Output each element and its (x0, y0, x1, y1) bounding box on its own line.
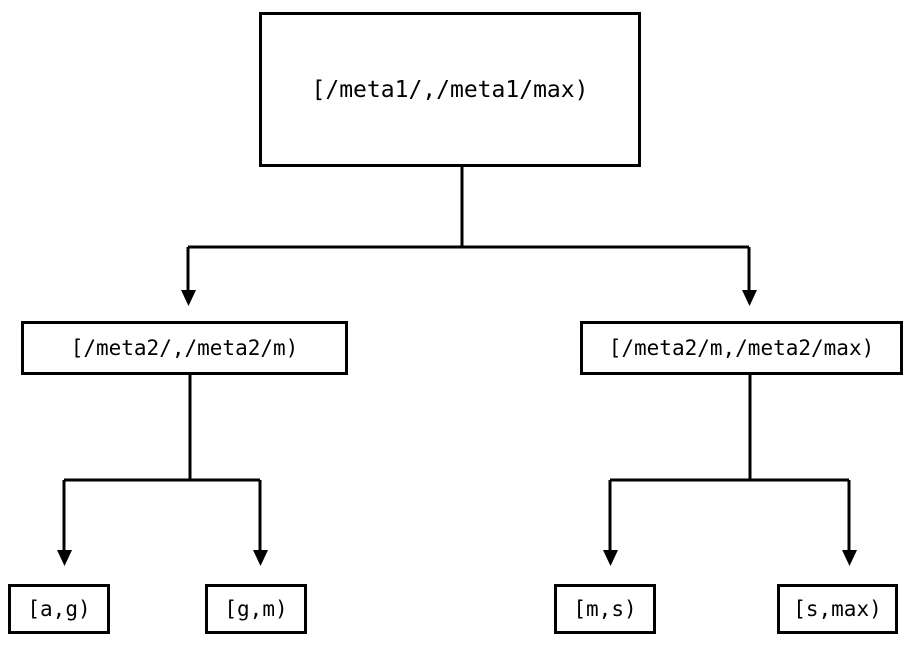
arrowhead-icon (181, 290, 196, 306)
tree-node-meta2-high-label: [/meta2/m,/meta2/max) (608, 336, 875, 360)
tree-node-leaf-ms[interactable]: [m,s) (554, 584, 656, 634)
edge-meta2-low-to-leaf-gm (190, 478, 268, 566)
arrowhead-icon (842, 550, 857, 566)
edge-meta2-low-to-leaf-ag (57, 375, 192, 566)
tree-node-meta2-low-label: [/meta2/,/meta2/m) (70, 336, 299, 360)
tree-node-leaf-ag[interactable]: [a,g) (8, 584, 110, 634)
edge-meta2-high-to-leaf-smax (750, 478, 857, 566)
tree-node-leaf-smax[interactable]: [s,max) (777, 584, 898, 634)
edge-root-to-meta2-high (462, 245, 757, 306)
edge-meta2-high-to-leaf-ms (603, 375, 752, 566)
tree-node-leaf-gm-label: [g,m) (224, 597, 288, 621)
tree-node-leaf-smax-label: [s,max) (793, 597, 882, 621)
tree-node-root[interactable]: [/meta1/,/meta1/max) (259, 12, 641, 167)
arrowhead-icon (603, 550, 618, 566)
arrowhead-icon (253, 550, 268, 566)
tree-node-leaf-gm[interactable]: [g,m) (205, 584, 307, 634)
tree-node-meta2-low[interactable]: [/meta2/,/meta2/m) (21, 321, 348, 375)
edge-root-to-meta2-low (181, 167, 464, 306)
tree-node-meta2-high[interactable]: [/meta2/m,/meta2/max) (580, 321, 903, 375)
arrowhead-icon (742, 290, 757, 306)
tree-node-root-label: [/meta1/,/meta1/max) (311, 76, 589, 103)
tree-node-leaf-ms-label: [m,s) (573, 597, 637, 621)
arrowhead-icon (57, 550, 72, 566)
tree-node-leaf-ag-label: [a,g) (27, 597, 91, 621)
